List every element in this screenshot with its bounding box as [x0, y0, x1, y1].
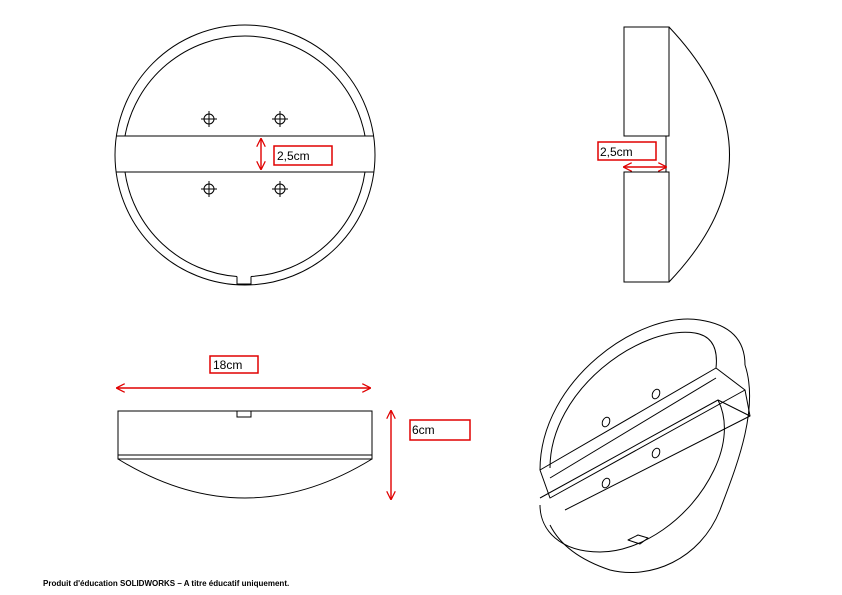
- dimension-label: 2,5cm: [600, 145, 633, 159]
- side-view-dome: [668, 26, 730, 283]
- iso-slot-left-face: [539, 367, 746, 499]
- front-view-notch: [236, 411, 252, 418]
- hole-icon: [601, 416, 611, 428]
- dimension-box: [273, 145, 333, 166]
- dimension-label: 2,5cm: [277, 149, 310, 163]
- hole-icon: [272, 181, 288, 197]
- dimension-height: 6cm: [391, 411, 471, 499]
- side-view-outline-lower: [623, 171, 670, 283]
- side-view: [623, 26, 730, 283]
- dimension-box: [209, 355, 259, 374]
- dimension-box: [409, 419, 471, 441]
- hole-icon: [601, 477, 611, 489]
- front-view: [117, 410, 373, 499]
- front-view-dome: [117, 458, 373, 499]
- dimension-label: 6cm: [412, 423, 435, 437]
- hole-icon: [272, 111, 288, 127]
- hole-icon: [201, 181, 217, 197]
- hole-icon: [651, 447, 661, 459]
- footer-watermark: Produit d'éducation SOLIDWORKS – A titre…: [43, 579, 290, 588]
- hole-icon: [651, 388, 661, 400]
- iso-outer-wall: [549, 364, 751, 573]
- dimension-slot-width-top: 2,5cm: [261, 139, 333, 169]
- top-view-notch: [236, 276, 252, 285]
- iso-slot-edge: [744, 389, 751, 417]
- iso-slot-floor: [549, 377, 717, 479]
- hole-icon: [201, 111, 217, 127]
- iso-slot-right-face: [539, 399, 751, 511]
- side-view-outline: [623, 26, 670, 137]
- iso-front-rim: [539, 399, 725, 553]
- dimension-label: 18cm: [213, 358, 242, 372]
- dimension-slot-depth-side: 2,5cm: [597, 141, 666, 167]
- iso-inner-back-rim: [549, 331, 717, 469]
- top-view-inner-rim-upper: [124, 35, 366, 137]
- iso-outer-back-rim: [539, 318, 746, 471]
- iso-notch: [627, 534, 649, 545]
- side-view-slot: [624, 135, 667, 173]
- isometric-view: [539, 318, 751, 573]
- dimension-diameter: 18cm: [117, 355, 370, 388]
- top-view: [114, 24, 376, 286]
- front-view-body: [117, 410, 373, 460]
- top-view-outer-circle: [114, 24, 376, 286]
- dimension-box: [597, 141, 657, 161]
- top-view-inner-rim-lower: [124, 171, 238, 277]
- top-view-inner-rim-lower-right: [250, 171, 366, 277]
